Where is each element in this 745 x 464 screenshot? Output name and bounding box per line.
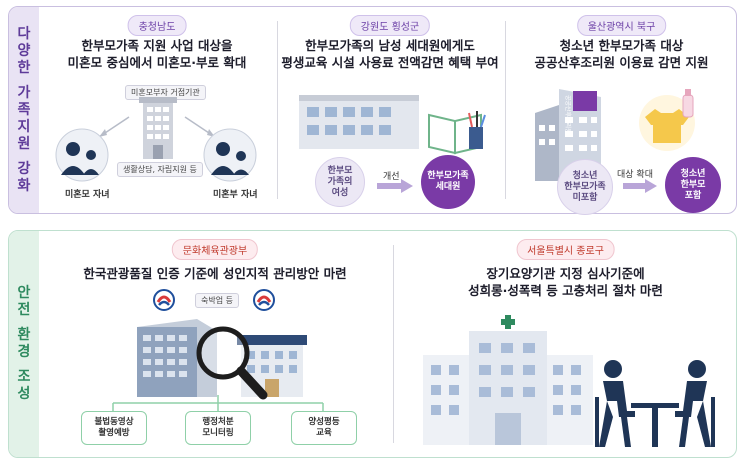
- panel-title: 청소년 한부모가족 대상 공공산후조리원 이용료 감면 지원: [507, 37, 736, 71]
- panel-mcst: 문화체육관광부 한국관광품질 인증 기준에 성인지적 관리방안 마련 숙박업 등: [41, 231, 389, 457]
- side-char: 지: [17, 118, 31, 135]
- title-line: 평생교육 시설 사용료 전액감면 혜택 부여: [281, 55, 499, 70]
- side-char: 한: [17, 59, 31, 76]
- title-line: 한부모가족의 남성 세대원에게도: [305, 38, 475, 53]
- support-building-icon: [139, 97, 177, 159]
- service-label: 생활상담, 자립지원 등: [117, 162, 203, 177]
- panel-title: 한부모가족의 남성 세대원에게도 평생교육 시설 사용료 전액감면 혜택 부여: [279, 37, 501, 71]
- tree-connector-icon: [112, 395, 324, 411]
- quality-logo-icon: [253, 289, 275, 311]
- section1-side-label: 다 양 한 가 족 지 원 강 화: [9, 7, 39, 213]
- ministry-tag: 문화체육관광부: [171, 239, 259, 260]
- panel-chungnam: 충청남도 한부모가족 지원 사업 대상을 미혼모 중심에서 미혼모·부로 확대 …: [41, 7, 273, 213]
- section-safe-environment: 안 전 환 경 조 성 문화체육관광부 한국관광품질 인증 기준에 성인지적 관…: [8, 230, 737, 458]
- side-char: 가: [17, 84, 31, 101]
- region-tag: 서울특별시 종로구: [516, 239, 615, 260]
- person-label: 미혼모 자녀: [65, 190, 110, 200]
- after-circle: 청소년 한부모 포함: [665, 157, 721, 213]
- single-father-family-icon: [203, 128, 257, 182]
- title-line: 공공산후조리원 이용료 감면 지원: [534, 55, 709, 70]
- region-tag: 울산광역시 북구: [576, 15, 667, 36]
- badge-label: 숙박업 등: [195, 293, 239, 308]
- book-icon: [428, 111, 486, 155]
- education-facility-icon: [299, 95, 419, 149]
- title-line: 장기요양기관 지정 심사기준에: [486, 266, 645, 281]
- side-char: 화: [17, 177, 31, 194]
- quality-logo-icon: [153, 289, 175, 311]
- title-line: 성희롱·성폭력 등 고충처리 절차 마련: [468, 283, 663, 298]
- region-tag: 강원도 횡성군: [349, 15, 431, 36]
- region-tag: 충청남도: [127, 15, 187, 36]
- magnifier-icon: [196, 326, 268, 400]
- arrow-label: 대상 확대: [617, 170, 653, 180]
- person-label: 미혼부 자녀: [213, 190, 258, 200]
- side-char: 전: [17, 302, 31, 318]
- before-circle: 한부모 가족의 여성: [315, 157, 365, 207]
- side-char: 다: [17, 25, 31, 42]
- title-line: 미혼모 중심에서 미혼모·부로 확대: [67, 55, 247, 70]
- title-line: 청소년 한부모가족 대상: [559, 38, 684, 53]
- before-circle: 청소년 한부모가족 미포함: [557, 159, 613, 215]
- panel-title: 한부모가족 지원 사업 대상을 미혼모 중심에서 미혼모·부로 확대: [41, 37, 273, 71]
- panel-title: 한국관광품질 인증 기준에 성인지적 관리방안 마련: [83, 266, 347, 281]
- side-char: 안: [17, 285, 31, 301]
- baby-items-icon: [639, 89, 695, 151]
- arrows-icon: [98, 116, 216, 138]
- side-char: 환: [17, 327, 31, 343]
- section2-side-label: 안 전 환 경 조 성: [9, 231, 39, 457]
- panel-ulsan: 울산광역시 북구 청소년 한부모가족 대상 공공산후조리원 이용료 감면 지원 …: [507, 7, 736, 215]
- title-line: 한부모가족 지원 사업 대상을: [81, 38, 233, 53]
- arrow-label: 개선: [383, 172, 400, 182]
- side-char: 족: [17, 101, 31, 118]
- side-char: 원: [17, 135, 31, 152]
- care-facility-building-icon: [423, 313, 593, 445]
- side-char: 경: [17, 344, 31, 360]
- postpartum-center-building-icon: [535, 89, 601, 181]
- arrow-right-icon: [623, 179, 657, 193]
- building-sign: 공공산후조리원: [564, 95, 571, 134]
- side-char: 양: [17, 42, 31, 59]
- side-char: 조: [17, 369, 31, 385]
- lodging-building-icon: [137, 319, 217, 397]
- single-mother-family-icon: [55, 128, 109, 182]
- panel-title: 장기요양기관 지정 심사기준에 성희롱·성폭력 등 고충처리 절차 마련: [395, 265, 736, 299]
- consultation-people-icon: [595, 360, 715, 447]
- arrow-right-icon: [377, 179, 413, 193]
- panel-gangwon: 강원도 횡성군 한부모가족의 남성 세대원에게도 평생교육 시설 사용료 전액감…: [279, 7, 501, 213]
- after-circle: 한부모가족 세대원: [421, 155, 475, 209]
- side-char: 성: [17, 386, 31, 402]
- section-diverse-family-support: 다 양 한 가 족 지 원 강 화 충청남도 한부모가족 지원 사업 대상을 미…: [8, 6, 737, 215]
- side-char: 강: [17, 160, 31, 177]
- panel-jongno: 서울특별시 종로구 장기요양기관 지정 심사기준에 성희롱·성폭력 등 고충처리…: [395, 231, 736, 457]
